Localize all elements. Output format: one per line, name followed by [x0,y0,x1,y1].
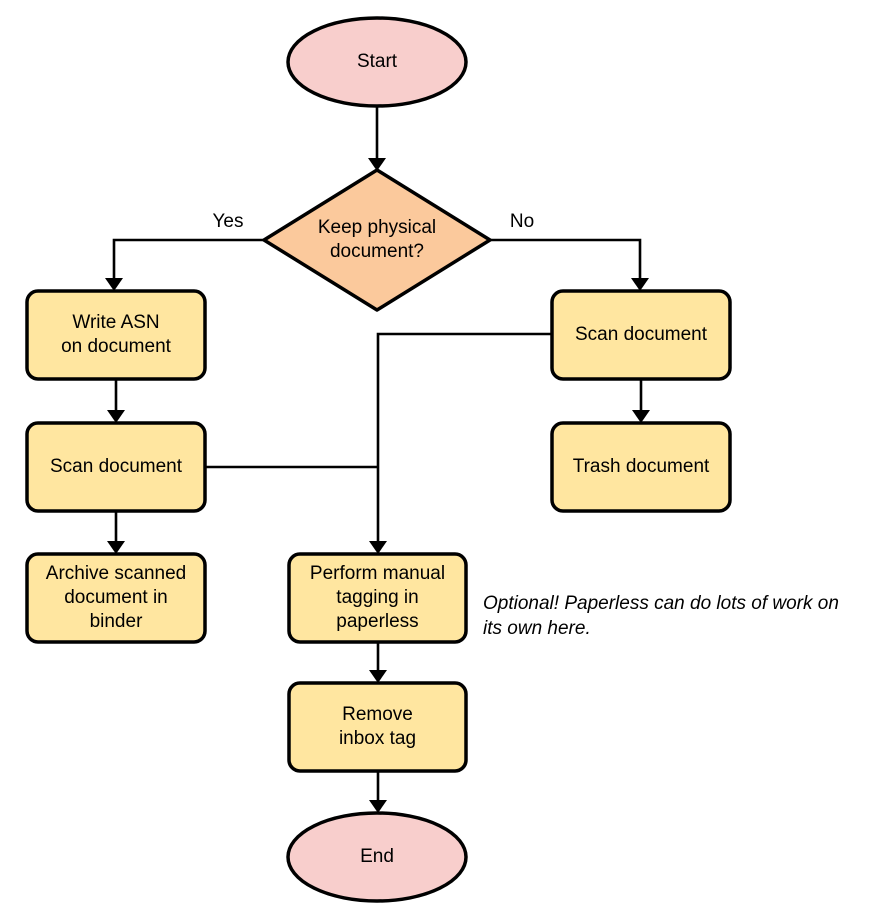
edge-path [112,238,264,283]
node-start[interactable]: Start [286,16,468,108]
edges-layer: Yes No [105,106,650,813]
edge-label: No [510,211,534,232]
arrow-head-icon [369,800,387,813]
node-label: Start [357,51,398,72]
process-shape[interactable] [550,421,732,513]
node-scan-document-left[interactable]: Scan document [25,421,207,513]
arrow-head-icon [107,541,125,554]
edge-manual-tagging-to-remove-inbox-tag [369,642,387,683]
process-shape[interactable] [287,552,468,644]
process-shape[interactable] [25,421,207,513]
edge-write-asn-to-scan-left [107,379,125,423]
edge-path [490,238,642,283]
node-scan-document-right[interactable]: Scan document [550,289,732,381]
node-trash-document[interactable]: Trash document [550,421,732,513]
edge-start-to-decision [368,106,386,171]
annotation-optional-note: Optional! Paperless can do lots of work … [483,593,839,639]
terminator-shape[interactable] [286,16,468,108]
node-label: End [360,846,394,867]
arrow-head-icon [105,278,123,291]
arrow-head-icon [369,670,387,683]
edge-scan-right-to-trash [632,379,650,423]
process-shape[interactable] [25,289,207,381]
process-shape[interactable] [25,552,207,644]
node-label: Trash document [573,456,710,477]
arrow-head-icon [631,278,649,291]
arrow-head-icon [632,410,650,423]
process-shape[interactable] [550,289,732,381]
node-label: Scan document [575,324,708,345]
arrow-head-icon [369,541,387,554]
edge-path [376,332,552,546]
terminator-shape[interactable] [286,811,468,903]
process-shape[interactable] [287,681,468,773]
edge-scan-left-to-archive [107,511,125,554]
arrow-head-icon [368,158,386,171]
edge-label: Yes [213,211,244,232]
edge-scan-right-to-manual-tagging [369,332,552,554]
node-label: Scan document [50,456,183,477]
edge-decision-no-to-scan-right: No [490,211,649,291]
node-end[interactable]: End [286,811,468,903]
edge-decision-yes-to-write-asn: Yes [105,211,264,291]
arrow-head-icon [107,410,125,423]
edge-remove-inbox-tag-to-end [369,771,387,813]
decision-shape[interactable] [262,168,492,312]
annotations-layer: Optional! Paperless can do lots of work … [483,593,839,639]
